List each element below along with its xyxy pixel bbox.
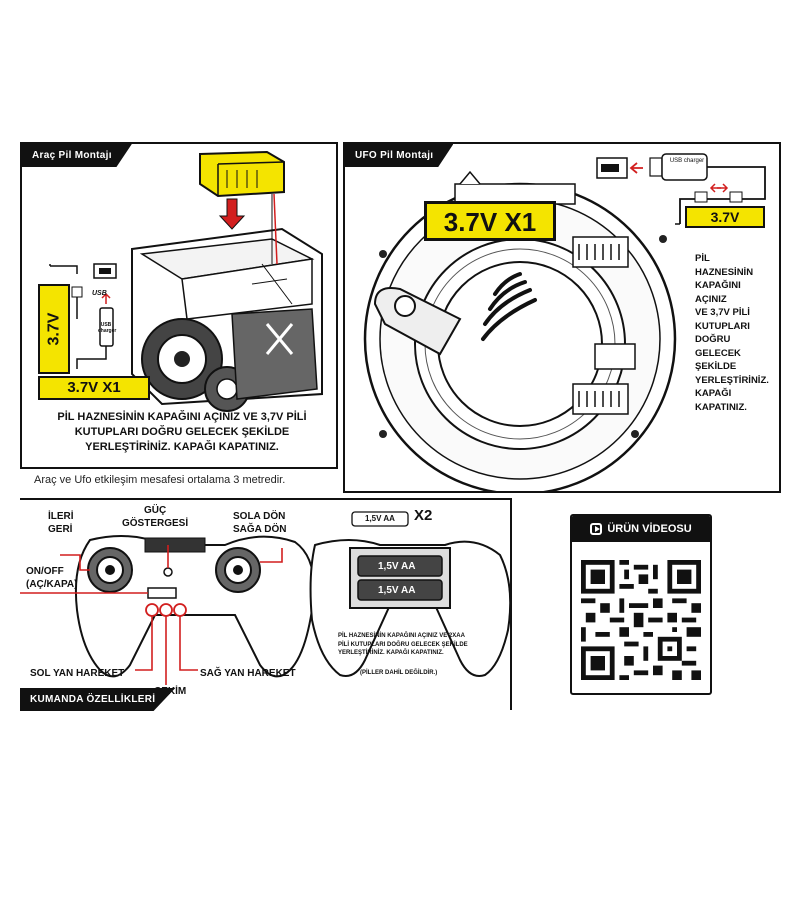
ufo-instruction-line: DOĞRU [695, 334, 731, 345]
label-forward: İLERİ [48, 511, 74, 522]
video-title: ÜRÜN VİDEOSU [607, 523, 692, 535]
video-play-icon [590, 523, 603, 535]
remote-panel-title: KUMANDA ÖZELLİKLERİ [20, 688, 176, 711]
ufo-battery-tag: 3.7V X1 [424, 201, 556, 241]
ufo-instruction-line: ŞEKİLDE [695, 361, 737, 372]
vehicle-battery-label: 3.7V [38, 284, 70, 374]
battery-count-label: X2 [414, 507, 433, 524]
product-video-panel: ÜRÜN VİDEOSU [570, 514, 712, 695]
vehicle-usb-sublabel: USB charger [98, 322, 117, 334]
battery-type-label: 1,5V AA [365, 514, 395, 523]
ufo-instruction-line: KAPAĞI [695, 388, 732, 399]
ufo-cable-label: 3.7V [685, 206, 765, 228]
vehicle-illustration [49, 150, 323, 412]
ufo-instructions: PİL HAZNESİNİN KAPAĞINI AÇINIZ VE 3,7V P… [695, 252, 779, 414]
label-power: GÜÇ [143, 505, 167, 516]
ufo-instruction-line: KAPAĞINI [695, 280, 741, 291]
label-left-side-move: SOL YAN HAREKET [30, 668, 125, 679]
label-right-side-move: SAĞ YAN HAREKET [200, 668, 296, 679]
ufo-usb-sublabel: USB charger [669, 158, 705, 164]
product-video-qr-code[interactable] [581, 560, 701, 680]
distance-note: Araç ve Ufo etkileşim mesafesi ortalama … [34, 474, 286, 486]
ufo-illustration [363, 153, 766, 491]
ufo-instruction-line: PİL [695, 253, 710, 264]
vehicle-instructions: PİL HAZNESİNİN KAPAĞINI AÇINIZ VE 3,7V P… [57, 411, 307, 453]
label-indicator: GÖSTERGESİ [122, 518, 189, 529]
ufo-battery-panel: UFO Pil Montajı [343, 142, 781, 493]
label-turn: SOLA DÖN SAĞA DÖN [233, 510, 287, 536]
vehicle-battery-icon [199, 150, 285, 198]
ufo-panel-title: UFO Pil Montajı [345, 144, 454, 167]
label-ac-kapa: (AÇ/KAPA) [26, 579, 78, 590]
vehicle-usb-label: USB [92, 290, 107, 297]
remote-battery-instructions: PİL HAZNESİNİN KAPAĞINI AÇINIZ VE 2XAA P… [338, 633, 468, 656]
ufo-instruction-line: AÇINIZ [695, 293, 727, 305]
label-back: GERİ [48, 524, 73, 535]
cell-label-2: 1,5V AA [378, 585, 416, 596]
cell-label-1: 1,5V AA [378, 561, 416, 572]
remote-illustration [20, 511, 510, 685]
vehicle-battery-tag: 3.7V X1 [38, 376, 150, 400]
label-power-indicator: GÜÇ GÖSTERGESİ [122, 504, 188, 530]
ufo-instruction-line: GELECEK [695, 347, 741, 359]
label-on-off: ON/OFF [26, 566, 64, 577]
label-turn-right: SAĞA DÖN [233, 524, 287, 535]
label-onoff: ON/OFF (AÇ/KAPA) [26, 565, 77, 591]
label-turn-left: SOLA DÖN [233, 511, 286, 522]
vehicle-battery-panel: Araç Pil Montajı [20, 142, 338, 469]
ufo-instruction-line: KAPATINIZ. [695, 401, 747, 413]
batteries-not-included: (PİLLER DAHİL DEĞİLDİR.) [360, 670, 438, 676]
vehicle-panel-title: Araç Pil Montajı [22, 144, 132, 167]
ufo-instruction-line: YERLEŞTİRİNİZ. [695, 374, 769, 386]
video-header: ÜRÜN VİDEOSU [572, 516, 710, 542]
ufo-instruction-line: KUTUPLARI [695, 320, 750, 332]
ufo-instruction-line: HAZNESİNİN [695, 266, 754, 278]
label-forward-back: İLERİ GERİ [48, 510, 74, 536]
ufo-instruction-line: VE 3,7V PİLİ [695, 307, 750, 318]
remote-features-panel: İLERİ GERİ GÜÇ GÖSTERGESİ SOLA DÖN SAĞA … [20, 498, 512, 710]
